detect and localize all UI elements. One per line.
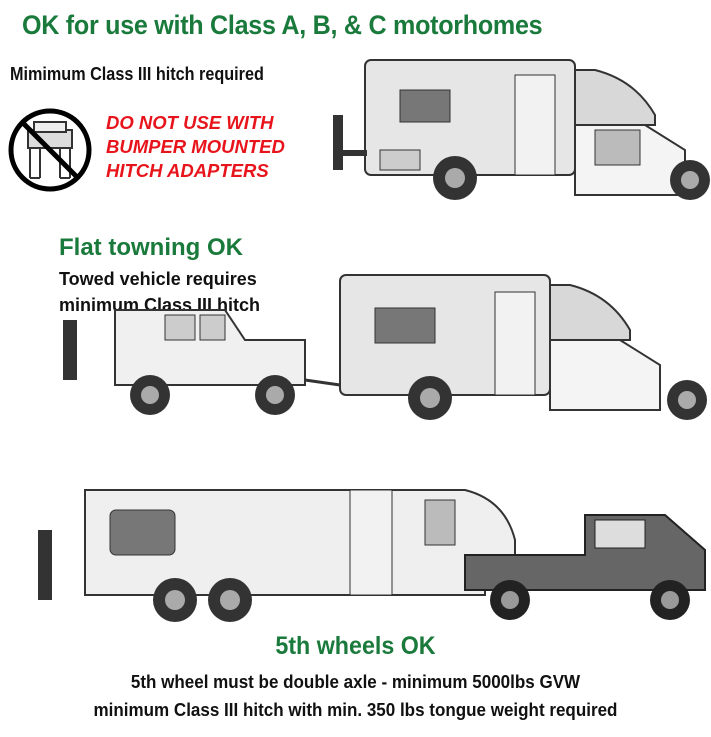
subheading-class-iii: Mimimum Class III hitch required [10,64,264,84]
heading-flat-towing: Flat towning OK [59,234,243,261]
no-bumper-hitch-adapter-icon [8,108,92,192]
heading-motorhomes: OK for use with Class A, B, & C motorhom… [22,10,543,40]
fifth-wheel-requirements: 5th wheel must be double axle - minimum … [28,668,682,724]
requirement-line: 5th wheel must be double axle - minimum … [130,671,581,692]
warning-line: BUMPER MOUNTED [106,136,285,157]
heading-fifth-wheels: 5th wheels OK [275,632,436,660]
warning-text: DO NOT USE WITH BUMPER MOUNTED HITCH ADA… [106,111,285,183]
flat-tow-illustration [63,274,707,420]
motorhome-illustration-1 [333,59,710,200]
requirement-line: Towed vehicle requires [59,269,257,289]
fifth-wheel-illustration [38,489,706,622]
warning-line: HITCH ADAPTERS [106,160,269,181]
warning-line: DO NOT USE WITH [106,112,274,133]
requirement-line: minimum Class III hitch with min. 350 lb… [93,699,618,720]
